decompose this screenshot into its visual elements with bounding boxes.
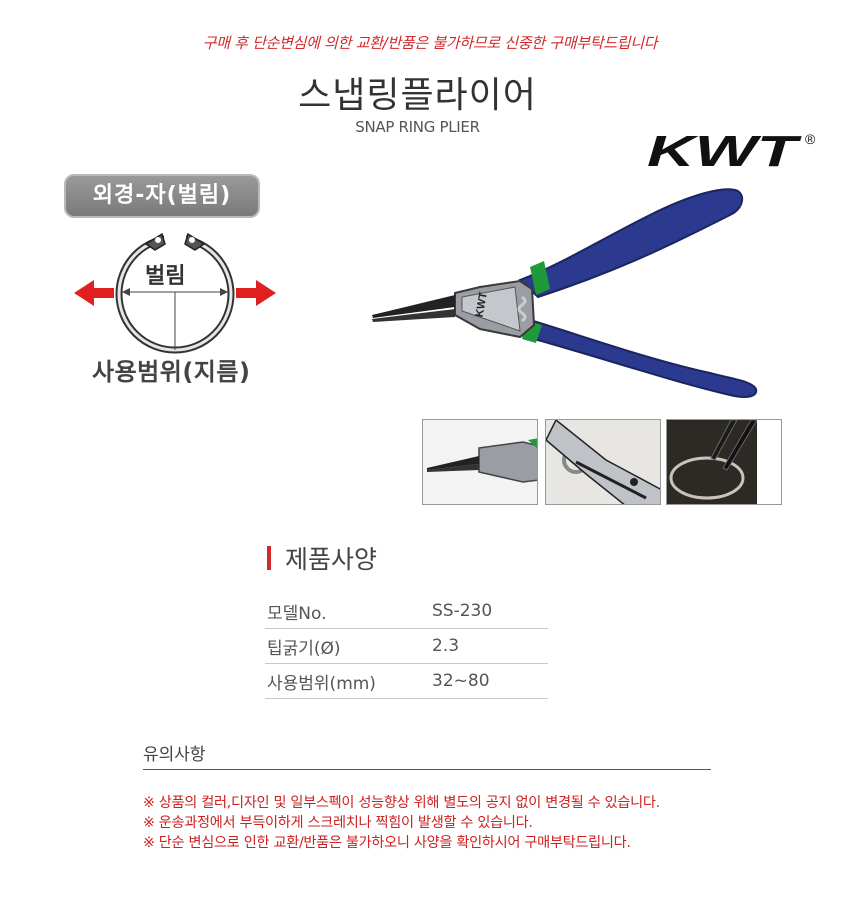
spec-key: 팁굵기(Ø) — [267, 638, 341, 659]
caution-list: ※ 상품의 컬러,디자인 및 일부스펙이 성능향상 위해 별도의 공지 없이 변… — [143, 793, 843, 853]
ring-opening-label: 벌림 — [145, 264, 186, 289]
spec-title-text: 제품사양 — [285, 545, 378, 574]
spec-section-title: 제품사양 — [267, 540, 377, 576]
spec-key: 모델No. — [267, 603, 327, 624]
ring-type-tag: 외경-자(벌림) — [64, 174, 260, 218]
caution-item: ※ 상품의 컬러,디자인 및 일부스펙이 성능향상 위해 별도의 공지 없이 변… — [143, 795, 660, 811]
right-arrow-icon — [236, 280, 276, 306]
spec-key: 사용범위(mm) — [267, 673, 376, 694]
thumbnail-ring-expansion[interactable] — [666, 419, 782, 505]
caution-divider — [143, 769, 711, 770]
snap-ring-plier-image: KWT — [372, 188, 758, 398]
kwt-logo: KWT ® — [647, 127, 816, 174]
spec-table: 모델No. SS-230 팁굵기(Ø) 2.3 사용범위(mm) 32~80 — [265, 594, 548, 699]
left-arrow-icon — [74, 280, 114, 306]
purchase-notice: 구매 후 단순변심에 의한 교환/반품은 불가하므로 신중한 구매부탁드립니다 — [202, 34, 658, 52]
spec-row-tip: 팁굵기(Ø) 2.3 — [265, 629, 548, 664]
caution-title: 유의사항 — [143, 745, 206, 765]
caution-item: ※ 운송과정에서 부득이하게 스크레치나 찍힘이 발생할 수 있습니다. — [143, 815, 533, 831]
thumbnail-usage-detail[interactable] — [545, 419, 661, 505]
usage-range-label: 사용범위(지름) — [92, 358, 251, 386]
product-subtitle: SNAP RING PLIER — [355, 118, 480, 136]
spec-value: 2.3 — [432, 636, 460, 656]
product-title: 스냅링플라이어 — [298, 75, 537, 116]
plier-marking: KWT — [474, 291, 490, 318]
spec-row-model: 모델No. SS-230 — [265, 594, 548, 629]
spec-value: SS-230 — [432, 601, 493, 621]
kwt-logo-text: KWT — [647, 127, 802, 174]
thumbnail-plier-tip[interactable] — [422, 419, 538, 505]
spec-row-range: 사용범위(mm) 32~80 — [265, 664, 548, 699]
external-ring-diagram — [74, 230, 276, 354]
registered-mark: ® — [805, 131, 816, 147]
spec-title-accent — [267, 546, 271, 570]
spec-value: 32~80 — [432, 671, 490, 691]
caution-item: ※ 단순 변심으로 인한 교환/반품은 불가하오니 사양을 확인하시어 구매부탁… — [143, 835, 631, 851]
